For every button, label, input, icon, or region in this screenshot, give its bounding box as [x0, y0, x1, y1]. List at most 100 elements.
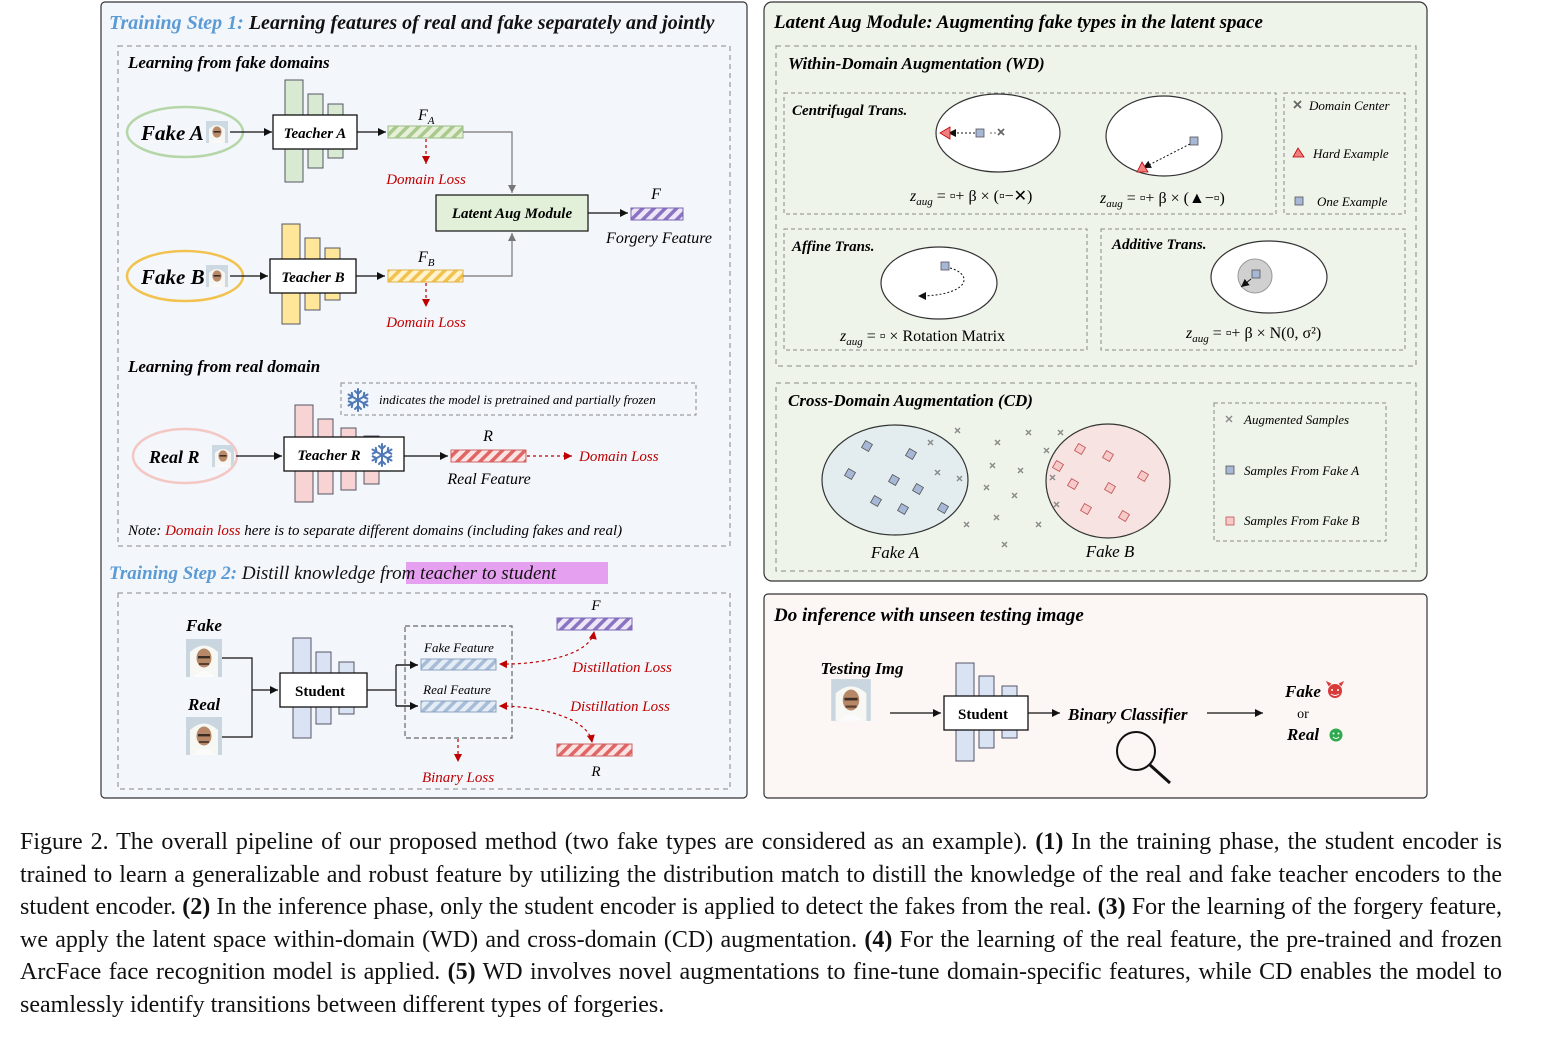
centrifugal-ellipse-1 [935, 93, 1061, 173]
affine-box [783, 228, 1088, 351]
fake-b-samples [1051, 442, 1150, 523]
affine-title: Affine Trans. [791, 239, 875, 255]
centrifugal-title: Centrifugal Trans. [792, 103, 907, 119]
eq-centrifugal-2: zaug = ▫+ β × (▲−▫) [1099, 190, 1225, 210]
binary-classifier-label: Binary Classifier [1067, 705, 1188, 724]
frozen-note-box [340, 382, 697, 416]
legend-one-example: One Example [1317, 194, 1388, 209]
inference-title: Do inference with unseen testing image [773, 605, 1084, 626]
cluster-fake-a-label: Fake A [870, 543, 920, 562]
testing-face [831, 679, 871, 721]
binary-loss: Binary Loss [422, 770, 494, 786]
inference-panel [763, 593, 1428, 799]
feature-group-box [404, 625, 513, 739]
real-feature-label-s2: Real Feature [422, 682, 491, 697]
cd-legend-box [1213, 402, 1387, 542]
teacher-b-box [269, 258, 357, 294]
wd-box [775, 45, 1417, 367]
devil-emoji-icon [1325, 680, 1345, 698]
latent-aug-label: Latent Aug Module [451, 206, 573, 222]
testing-img-label: Testing Img [821, 659, 904, 678]
cd-box [775, 382, 1417, 572]
cd-title: Cross-Domain Augmentation (CD) [788, 391, 1033, 410]
fake-section-title: Learning from fake domains [127, 53, 330, 72]
step1-title: Training Step 1: Learning features of re… [109, 12, 715, 34]
fake-feature-label: Fake Feature [423, 640, 494, 655]
eq-additive: zaug = ▫+ β × N(0, σ²) [1185, 325, 1321, 345]
fake-a-label: Fake A [140, 121, 204, 145]
distillation-loss-real: Distillation Loss [569, 699, 670, 715]
legend-fake-a: Samples From Fake A [1244, 463, 1359, 478]
sample-fake-b-icon [1225, 516, 1235, 526]
fake-domains-box [117, 45, 731, 547]
legend-augmented: Augmented Samples [1243, 412, 1349, 427]
legend-fake-b: Samples From Fake B [1244, 513, 1359, 528]
real-r-face [212, 445, 234, 467]
domain-loss-note: Note: Domain loss here is to separate di… [127, 523, 622, 539]
teacher-r-label: Teacher R [297, 448, 360, 464]
sample-fake-a-icon [1225, 465, 1235, 475]
figure-caption: Figure 2. The overall pipeline of our pr… [20, 829, 1502, 1018]
hard-example-icon [1292, 147, 1305, 158]
student-box [279, 672, 368, 708]
s2-f-label: F [590, 598, 601, 614]
pipeline-figure: Training Step 1: Learning features of re… [100, 1, 1428, 799]
affine-ellipse [880, 246, 998, 320]
fb-label: FB [417, 249, 435, 269]
cluster-fake-b-label: Fake B [1085, 542, 1135, 561]
fa-label: FA [417, 107, 435, 127]
additive-box [1100, 228, 1406, 351]
step2-title: Training Step 2: Distill knowledge from … [109, 563, 557, 584]
inference-student-label: Student [958, 707, 1008, 723]
fake-a-samples [843, 439, 950, 516]
output-real: Real [1286, 725, 1319, 744]
eq-affine: zaug = ▫ × Rotation Matrix [839, 328, 1005, 348]
r-label: R [482, 428, 493, 445]
domain-center-icon [1293, 100, 1302, 109]
step2-fake-label: Fake [185, 616, 222, 635]
real-feature-label: Real Feature [446, 471, 530, 488]
domain-loss-b: Domain Loss [385, 315, 466, 331]
teacher-r-bar [556, 743, 633, 757]
augmented-sample-icon [1225, 415, 1233, 423]
centrifugal-ellipse-2 [1105, 95, 1223, 177]
real-feature-bar [450, 449, 527, 463]
output-fake: Fake [1284, 682, 1321, 701]
teacher-b-label: Teacher B [281, 270, 344, 286]
inference-student-box [943, 695, 1029, 731]
s2-r-label: R [590, 764, 600, 780]
augmented-samples [927, 427, 1064, 548]
student-real-feature-bar [420, 700, 497, 713]
domain-loss-a: Domain Loss [385, 172, 466, 188]
teacher-f-bar [556, 617, 633, 631]
magnifier-icon [1116, 731, 1172, 785]
one-example-icon [1294, 196, 1304, 206]
wd-title: Within-Domain Augmentation (WD) [788, 54, 1045, 73]
centrifugal-box [783, 92, 1277, 215]
smile-emoji-icon [1329, 728, 1343, 742]
legend-hard-example: Hard Example [1312, 146, 1389, 161]
feature-fa-bar [387, 125, 464, 139]
distill-box [117, 592, 731, 790]
fake-b-label: Fake B [140, 265, 205, 289]
step2-real-label: Real [187, 695, 220, 714]
latent-title: Latent Aug Module: Augmenting fake types… [773, 12, 1263, 33]
student-label: Student [295, 684, 345, 700]
additive-title: Additive Trans. [1111, 237, 1206, 253]
student-fake-feature-bar [420, 658, 497, 671]
step2-highlight [406, 562, 608, 584]
fake-a-face [206, 121, 228, 143]
teacher-a-box [272, 114, 358, 150]
real-section-title: Learning from real domain [127, 357, 320, 376]
teacher-a-label: Teacher A [284, 126, 347, 142]
distillation-loss-fake: Distillation Loss [571, 660, 672, 676]
real-r-label: Real R [148, 447, 200, 467]
domain-loss-r: Domain Loss [578, 449, 659, 465]
feature-fb-bar [387, 269, 464, 283]
frozen-note-text: indicates the model is pretrained and pa… [379, 392, 656, 407]
output-or: or [1297, 707, 1309, 722]
fake-b-face [206, 265, 228, 287]
forgery-feature-bar [630, 207, 684, 221]
fake-b-cluster [1045, 423, 1171, 539]
f-label: F [650, 186, 661, 203]
